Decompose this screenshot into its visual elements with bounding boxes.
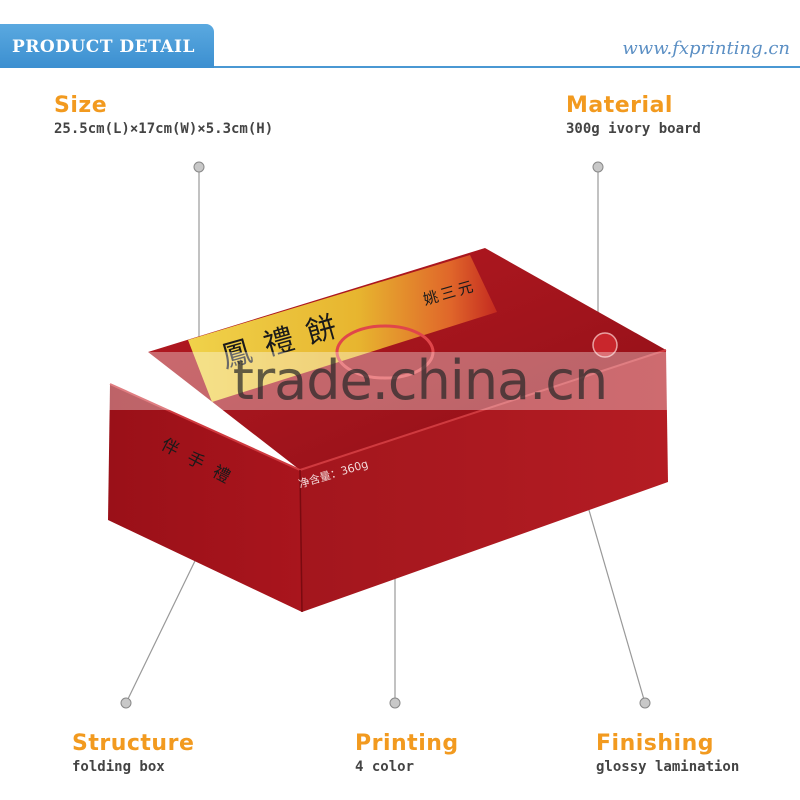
product-detail-tab: PRODUCT DETAIL bbox=[0, 24, 214, 68]
spec-finishing-title: Finishing bbox=[596, 731, 714, 756]
spec-size: Size 25.5cm(L)×17cm(W)×5.3cm(H) bbox=[54, 93, 273, 139]
box-lid bbox=[148, 248, 666, 470]
site-url[interactable]: www.fxprinting.cn bbox=[622, 38, 790, 59]
spec-finishing-value: glossy lamination bbox=[596, 759, 740, 775]
spec-size-title: Size bbox=[54, 93, 108, 118]
spec-printing: Printing 4 color bbox=[355, 731, 459, 777]
box-emblem bbox=[335, 324, 435, 380]
watermark-band bbox=[0, 352, 800, 410]
spec-structure-value: folding box bbox=[72, 759, 165, 775]
spec-printing-title: Printing bbox=[355, 731, 459, 756]
spec-size-value: 25.5cm(L)×17cm(W)×5.3cm(H) bbox=[54, 121, 274, 137]
box-front bbox=[300, 350, 668, 612]
spec-material-value: 300g ivory board bbox=[566, 121, 701, 137]
spec-material: Material 300g ivory board bbox=[566, 93, 701, 139]
box-banner bbox=[188, 255, 497, 402]
box-seal bbox=[592, 332, 618, 358]
spec-structure: Structure folding box bbox=[72, 731, 194, 777]
spec-structure-title: Structure bbox=[72, 731, 195, 756]
spec-finishing: Finishing glossy lamination bbox=[596, 731, 739, 777]
header-divider bbox=[0, 66, 800, 68]
spec-printing-value: 4 color bbox=[355, 759, 415, 775]
leader-dots bbox=[120, 161, 651, 709]
box-side bbox=[108, 384, 302, 612]
watermark-text: trade.china.cn bbox=[232, 349, 608, 412]
spec-material-title: Material bbox=[566, 93, 673, 118]
